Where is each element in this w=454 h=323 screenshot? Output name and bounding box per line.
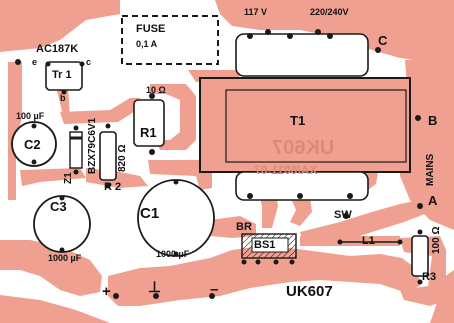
r2-value: 820 Ω — [117, 144, 128, 172]
resistor-r2 — [99, 131, 117, 181]
c1-value: 1000 µF — [156, 249, 190, 259]
c2-value: 100 µF — [16, 111, 45, 121]
r3-value: 100 Ω — [431, 226, 442, 254]
r3-label: R3 — [422, 271, 437, 283]
fuse-value: 0,1 A — [136, 39, 158, 49]
zener-type: BZX79C6V1 — [87, 117, 98, 174]
minus-terminal: – — [210, 281, 219, 298]
bs1-label: BS1 — [254, 239, 276, 251]
terminal-b: B — [428, 113, 438, 128]
terminal-pads — [15, 29, 423, 299]
uk607-mirror: UK607 — [272, 137, 335, 159]
terminal-a: A — [428, 193, 438, 208]
resistor-r1 — [133, 99, 165, 147]
capacitor-c2 — [11, 121, 57, 167]
r1-value: 10 Ω — [146, 85, 166, 95]
fuse-label: FUSE — [136, 23, 166, 35]
plus-terminal: + — [102, 283, 111, 300]
mains-label: MAINS — [425, 153, 436, 186]
c1-label: C1 — [140, 205, 160, 222]
sw-label: SW — [334, 209, 352, 221]
r2-label: R 2 — [104, 181, 122, 193]
code-mirror: XA/6011-07 — [254, 163, 318, 177]
z1-label: Z1 — [63, 172, 74, 184]
zener-z1 — [69, 131, 83, 169]
transistor-type: AC187K — [36, 43, 79, 55]
base-pin: b — [60, 93, 66, 103]
tr1-label: Tr 1 — [52, 69, 72, 81]
c3-label: C3 — [50, 199, 67, 214]
emitter-pin: e — [32, 57, 38, 67]
r1-label: R1 — [140, 125, 157, 140]
board-id: UK607 — [286, 283, 333, 300]
voltage-117: 117 V — [244, 7, 268, 17]
voltage-220: 220/240V — [310, 7, 349, 17]
collector-pin: c — [86, 57, 92, 67]
c3-value: 1000 µF — [48, 253, 82, 263]
l1-label: L1 — [362, 235, 375, 247]
t1-label: T1 — [290, 113, 306, 128]
br-label: BR — [236, 221, 252, 233]
c2-label: C2 — [24, 137, 41, 152]
terminal-c: C — [378, 33, 388, 48]
resistor-r3 — [411, 235, 429, 277]
ground-terminal: ⊥ — [148, 279, 162, 296]
transformer-t1 — [199, 33, 411, 201]
fuse-outline — [121, 15, 219, 65]
